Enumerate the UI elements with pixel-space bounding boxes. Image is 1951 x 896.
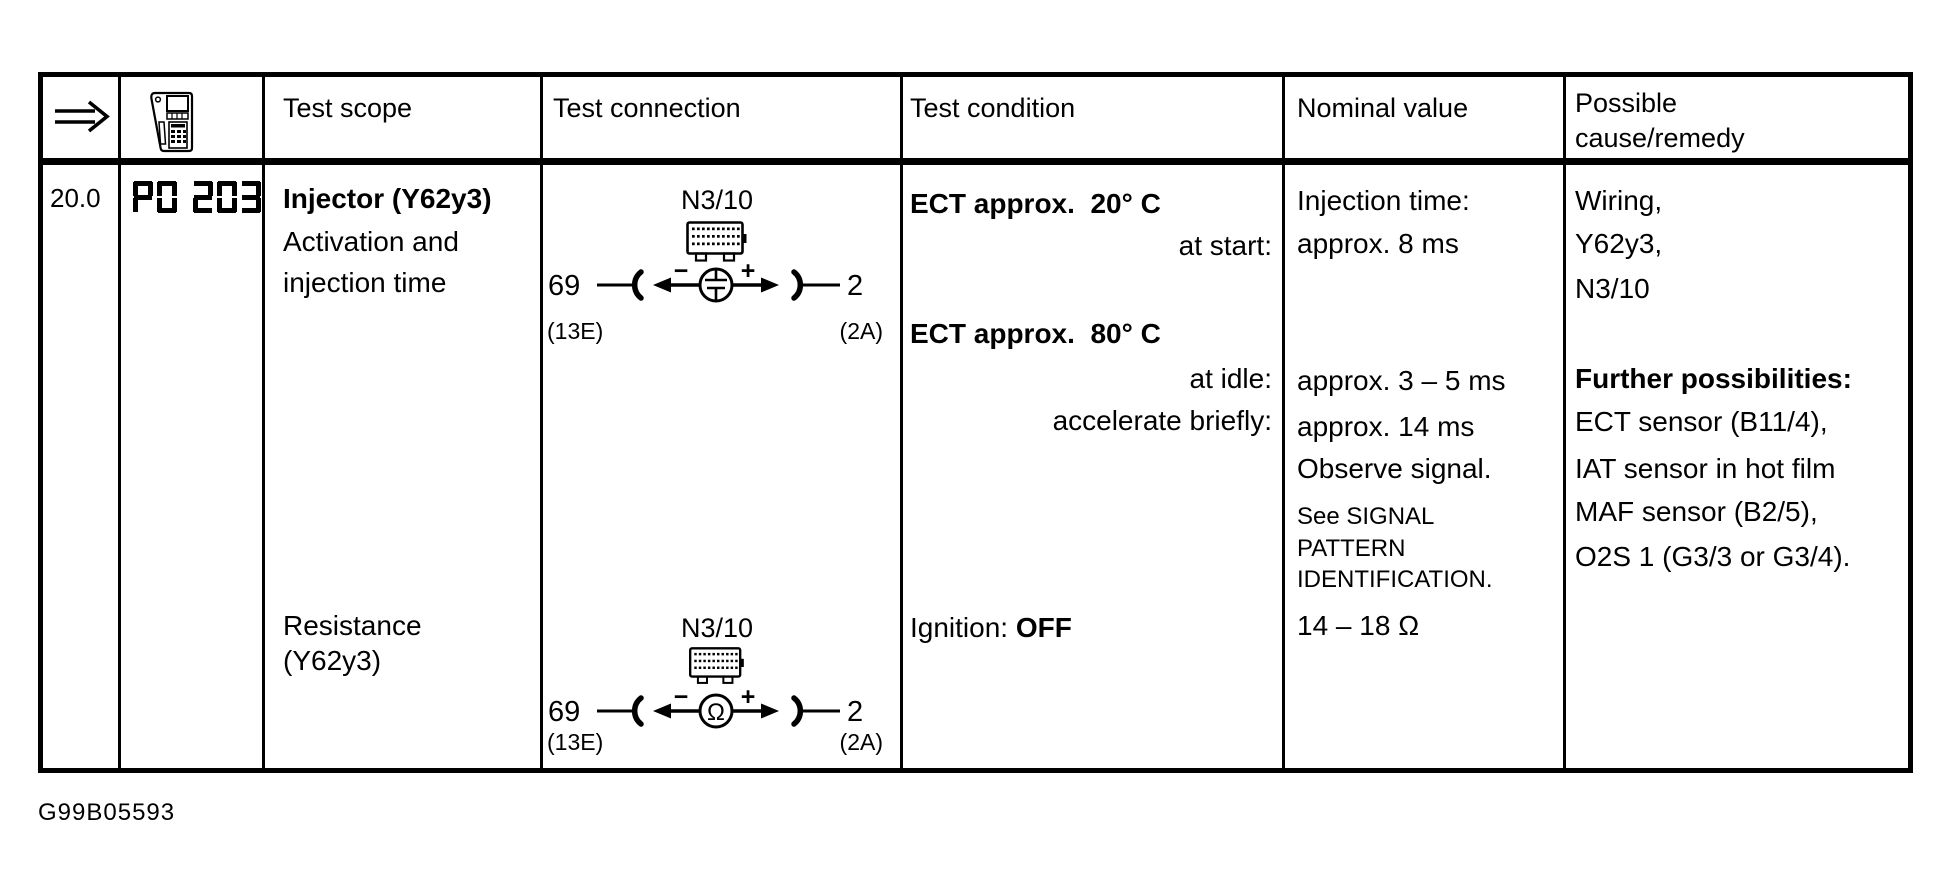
scope-title-2: Resistance [283, 610, 422, 641]
header-test-connection: Test connection [553, 93, 741, 123]
condition-title: ECT approx. 20° C [910, 188, 1161, 219]
control-module-label: N3/10 [680, 613, 754, 643]
handheld-tester-icon [147, 91, 195, 158]
nominal-line: approx. 3 – 5 ms [1297, 365, 1506, 396]
ohm-symbol: Ω [707, 699, 725, 726]
plug-left-label: (13E) [547, 318, 604, 344]
cause-further-title: Further possibilities: [1575, 363, 1852, 394]
cause-further-line: O2S 1 (G3/3 or G3/4). [1575, 541, 1851, 572]
cause-further-line: IAT sensor in hot film [1575, 453, 1836, 484]
probe-clip-right [791, 695, 804, 727]
condition-item: at start: [1178, 230, 1272, 261]
cause-further-line: MAF sensor (B2/5), [1575, 496, 1818, 527]
test-connection-diagram-oscilloscope: N3/10 69 [545, 185, 890, 350]
arrow-left [653, 277, 671, 293]
probe-clip-left [631, 269, 644, 301]
cause-line: N3/10 [1575, 273, 1650, 304]
header-test-scope: Test scope [283, 93, 413, 123]
plug-right-label: (2A) [839, 729, 883, 755]
control-module-connector-icon [686, 647, 748, 692]
test-connection-diagram-ohmmeter: N3/10 69 [545, 613, 890, 763]
column-divider [540, 77, 543, 768]
test-step-number: 20.0 [50, 183, 101, 213]
double-right-arrow-icon [53, 99, 111, 140]
pin-left-label: 69 [548, 696, 580, 728]
plug-left-label: (13E) [547, 729, 604, 755]
cause-line: Wiring, [1575, 185, 1663, 216]
column-divider [1282, 77, 1285, 768]
probe-clip-left [631, 695, 644, 727]
polarity-plus: + [741, 686, 756, 711]
plug-right-label: (2A) [839, 318, 883, 344]
scope-line: injection time [283, 267, 447, 298]
scope-title: Injector (Y62y3) [283, 183, 492, 214]
header-possible-cause: Possible cause/remedy [1575, 88, 1745, 154]
figure-code: G99B05593 [38, 799, 176, 826]
scope-line: Activation and [283, 226, 459, 257]
nominal-line: Observe signal. [1297, 453, 1492, 484]
column-divider [118, 77, 121, 768]
nominal-note: PATTERN [1297, 535, 1406, 562]
condition-ignition: Ignition: OFF [910, 612, 1072, 644]
nominal-line: Injection time: [1297, 185, 1470, 216]
condition-item: accelerate briefly: [1052, 405, 1272, 436]
probe-clip-right [791, 269, 804, 301]
header-test-condition: Test condition [910, 93, 1076, 123]
nominal-note: IDENTIFICATION. [1297, 566, 1493, 593]
cause-line: Y62y3, [1575, 228, 1663, 259]
column-divider [900, 77, 903, 768]
arrow-left [653, 703, 671, 719]
arrow-right [761, 703, 779, 719]
header-nominal-value: Nominal value [1297, 93, 1469, 123]
header-separator [43, 158, 1908, 165]
nominal-resistance: 14 – 18 Ω [1297, 610, 1420, 641]
condition-title: ECT approx. 80° C [910, 318, 1161, 349]
control-module-label: N3/10 [680, 185, 754, 215]
polarity-minus: − [674, 260, 689, 285]
pin-right-label: 2 [847, 270, 863, 302]
measurement-circuit: 69 − Ω + 2 [545, 683, 890, 741]
ignition-value: OFF [1015, 612, 1072, 643]
diagnostic-test-table: Test scope Test connection Test conditio… [38, 72, 1913, 773]
cause-further-line: ECT sensor (B11/4), [1575, 406, 1828, 437]
polarity-minus: − [674, 686, 689, 711]
pin-left-label: 69 [548, 270, 580, 302]
column-divider [262, 77, 265, 768]
scope-title-2-sub: (Y62y3) [283, 645, 382, 676]
nominal-line: approx. 14 ms [1297, 411, 1475, 442]
condition-item: at idle: [1189, 363, 1273, 394]
measurement-circuit: 69 − + 2 [545, 257, 890, 315]
pin-right-label: 2 [847, 696, 863, 728]
polarity-plus: + [741, 260, 756, 285]
control-module-connector-icon [686, 221, 748, 270]
column-divider [1563, 77, 1566, 768]
nominal-note: See SIGNAL [1297, 503, 1435, 530]
ignition-label: Ignition: [910, 612, 1016, 643]
nominal-line: approx. 8 ms [1297, 228, 1459, 259]
tester-display-readout [133, 181, 265, 213]
arrow-right [761, 277, 779, 293]
